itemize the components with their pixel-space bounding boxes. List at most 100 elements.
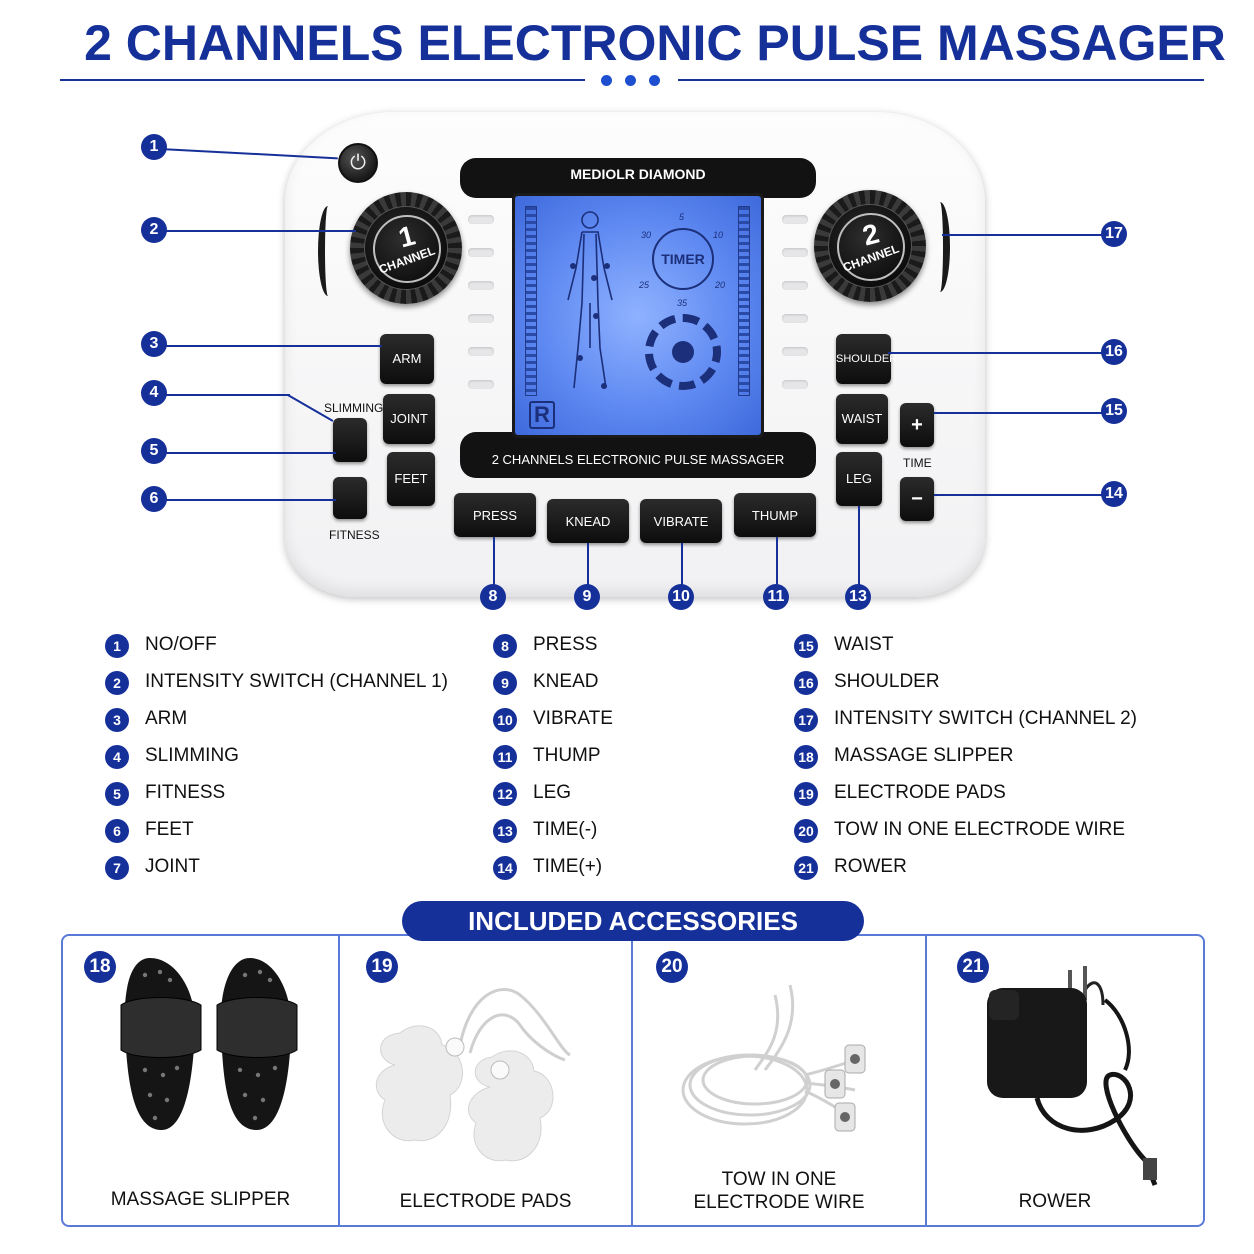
legend-number: 5 [105,782,129,806]
legend-text: NO/OFF [145,634,217,655]
legend-text: VIBRATE [533,708,613,729]
callout-line [160,230,356,232]
accessories-divider [338,934,340,1227]
legend-number: 13 [493,819,517,843]
thump-button[interactable]: THUMP [734,493,816,537]
legend-number: 17 [794,708,818,732]
legend-text: INTENSITY SWITCH (CHANNEL 1) [145,671,448,692]
legend-text: PRESS [533,634,598,655]
legend-number: 4 [105,745,129,769]
callout-line [776,537,778,585]
legend-text: ELECTRODE PADS [834,782,1006,803]
callout-17: 17 [1101,221,1127,247]
device-slot [468,347,494,356]
callout-line [934,494,1104,496]
callout-4: 4 [141,380,167,406]
press-button[interactable]: PRESS [454,493,536,537]
legend-text: SHOULDER [834,671,940,692]
mode-spinner-core [672,341,694,363]
time-minus-button[interactable]: − [900,477,934,521]
divider-dot [649,75,660,86]
knob-ring [837,213,905,281]
callout-10: 10 [668,584,694,610]
callout-9: 9 [574,584,600,610]
legend-text: TIME(-) [533,819,598,840]
brand-bar: MEDIOLR DIAMOND [460,158,816,198]
time-plus-button[interactable]: + [900,403,934,447]
accessory-label-line: TOW IN ONE [721,1169,837,1190]
leg-button[interactable]: LEG [836,452,882,506]
accessory-label: TOW IN ONE ELECTRODE WIRE [633,1168,925,1214]
callout-line [160,345,382,347]
vibrate-button[interactable]: VIBRATE [640,499,722,543]
legend-text: JOINT [145,856,200,877]
device-slot [468,380,494,389]
callout-line [493,537,495,585]
knead-button[interactable]: KNEAD [547,499,629,543]
timer-mark: 30 [641,230,652,240]
legend-number: 10 [493,708,517,732]
shoulder-button[interactable]: SHOULDER [836,334,897,384]
legend-text: THUMP [533,745,601,766]
callout-16: 16 [1101,339,1127,365]
power-icon: ⏻ [350,152,366,174]
callout-line [160,499,336,501]
legend-number: 7 [105,856,129,880]
channel-2-knob-face: 2 CHANNEL [828,204,912,288]
callout-line [587,543,589,585]
callout-5: 5 [141,438,167,464]
joint-button[interactable]: JOINT [383,394,435,444]
legend-text: KNEAD [533,671,599,692]
power-button[interactable]: ⏻ [338,143,378,183]
accessories-divider [631,934,633,1227]
callout-line [858,506,860,585]
callout-8: 8 [480,584,506,610]
legend-text: FITNESS [145,782,226,803]
accessory-label-line: ELECTRODE WIRE [693,1192,865,1213]
legend-text: WAIST [834,634,894,655]
legend-text: ROWER [834,856,907,877]
slimming-label: SLIMMING [324,401,384,415]
channel-1-knob-face: 1 CHANNEL [364,206,448,290]
callout-3: 3 [141,331,167,357]
timer-mark: 10 [713,230,724,240]
legend-number: 2 [105,671,129,695]
device-slot [782,248,808,257]
legend-text: MASSAGE SLIPPER [834,745,1014,766]
accessory-label: ELECTRODE PADS [399,1191,572,1212]
legend-number: 3 [105,708,129,732]
legend-number: 16 [794,671,818,695]
device-slot [782,347,808,356]
timer-mark: 35 [677,298,688,308]
waist-button[interactable]: WAIST [836,394,888,444]
callout-2: 2 [141,217,167,243]
accessory-number: 19 [366,951,398,983]
divider-dot [625,75,636,86]
fitness-label: FITNESS [329,528,380,542]
legend-number: 11 [493,745,517,769]
fitness-button[interactable] [333,477,367,519]
callout-line [888,352,1104,354]
title-divider-right [678,79,1204,81]
feet-button[interactable]: FEET [387,452,435,506]
legend-text: INTENSITY SWITCH (CHANNEL 2) [834,708,1137,729]
slimming-button[interactable] [333,418,367,462]
accessories-divider [925,934,927,1227]
legend-number: 1 [105,634,129,658]
callout-6: 6 [141,486,167,512]
timer-dial: TIMER [652,228,714,290]
legend-number: 19 [794,782,818,806]
device-slot [782,215,808,224]
mode-spinner [645,314,721,390]
legend-number: 21 [794,856,818,880]
legend-number: 15 [794,634,818,658]
timer-mark: 25 [639,280,650,290]
channel-2-knob[interactable]: 2 CHANNEL [814,190,926,302]
callout-line [160,452,336,454]
legend-number: 6 [105,819,129,843]
device-slot [468,314,494,323]
arm-button[interactable]: ARM [380,334,434,384]
lcd-screen: TIMER 5 10 20 25 30 35 R [512,193,764,438]
channel-1-knob[interactable]: 1 CHANNEL [350,192,462,304]
knob-1-arc [318,206,338,296]
